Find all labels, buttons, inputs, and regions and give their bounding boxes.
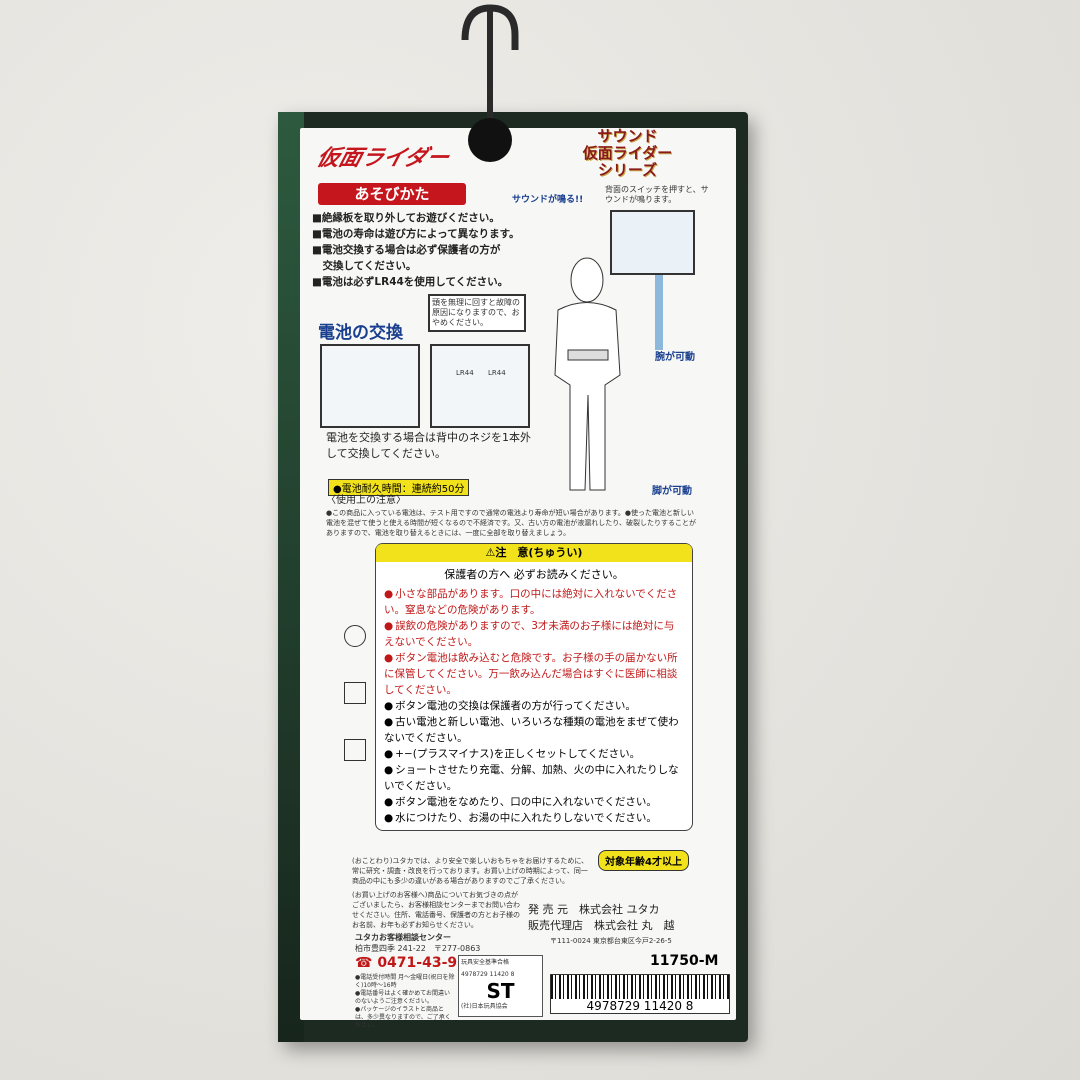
warning-subtitle: 保護者の方へ 必ずお読みください。 xyxy=(444,568,624,581)
seller-info: 発 売 元 株式会社 ユタカ販売代理店 株式会社 丸 越 xyxy=(528,903,675,932)
center-phone: ☎ 0471-43-9671 xyxy=(355,955,487,971)
play-instructions: ■絶縁板を取り外してお遊びください。■電池の寿命は遊び方によって異なります。■電… xyxy=(312,212,520,288)
warning-box: ⚠注 意(ちゅうい) 保護者の方へ 必ずお読みください。 小さな部品があります。… xyxy=(375,543,693,831)
pointer-line xyxy=(655,275,663,350)
switch-diagram xyxy=(610,210,695,275)
center-name: ユタカお客様相談センター xyxy=(355,933,451,942)
usage-text: ●この商品に入っている電池は、テスト用ですので通常の電池より寿命が短い場合があり… xyxy=(326,509,697,537)
product-code: 11750-M xyxy=(650,953,719,969)
battery-duration: ●電池耐久時間：連続約50分 xyxy=(328,479,470,496)
sound-series-logo: サウンド仮面ライダーシリーズ xyxy=(582,127,673,179)
sound-label: サウンドが鳴る!! xyxy=(512,195,584,205)
customer-note: (お買い上げのお客様へ)商品についてお気づきの点がございましたら、お客様相談セン… xyxy=(352,891,520,929)
battery-title: 電池の交換 xyxy=(318,323,403,343)
head-note: 頭を無理に回すと故障の原因になりますので、おやめください。 xyxy=(428,294,526,332)
sound-desc: 背面のスイッチを押すと、サウンドが鳴ります。 xyxy=(605,185,709,204)
kamen-rider-logo: 仮面ライダー xyxy=(313,146,452,171)
center-notes: ●電話受付時間 月〜金曜日(祝日を除く)10時〜16時●電話番号はよく確かめてお… xyxy=(355,974,455,1029)
center-address: 柏市豊四季 241-22 〒277-0863 xyxy=(355,944,481,953)
warning-pictograms xyxy=(344,625,368,761)
leg-label: 脚が可動 xyxy=(652,486,692,497)
usage-title: 〈使用上の注意〉 xyxy=(326,495,406,506)
battery-cover-diagram xyxy=(320,344,420,428)
notice-text: (おことわり)ユタカでは、より安全で楽しいおもちゃをお届けするために、常に研究・… xyxy=(352,857,589,885)
barcode: 4978729 11420 8 xyxy=(550,974,730,1014)
warning-title: ⚠注 意(ちゅうい) xyxy=(376,544,692,562)
warning-list: 小さな部品があります。口の中には絶対に入れないでください。窒息などの危険がありま… xyxy=(376,586,692,826)
hanger-hook xyxy=(461,4,519,162)
how-to-play-title: あそびかた xyxy=(318,183,466,205)
battery-desc: 電池を交換する場合は背中のネジを1本外して交換してください。 xyxy=(326,431,531,460)
seller-address: 〒111-0024 東京都台東区今戸2-26-5 xyxy=(550,937,672,945)
age-badge: 対象年齢4才以上 xyxy=(598,850,689,871)
rider-figure-illustration xyxy=(554,257,621,491)
arm-label: 腕が可動 xyxy=(655,352,695,363)
